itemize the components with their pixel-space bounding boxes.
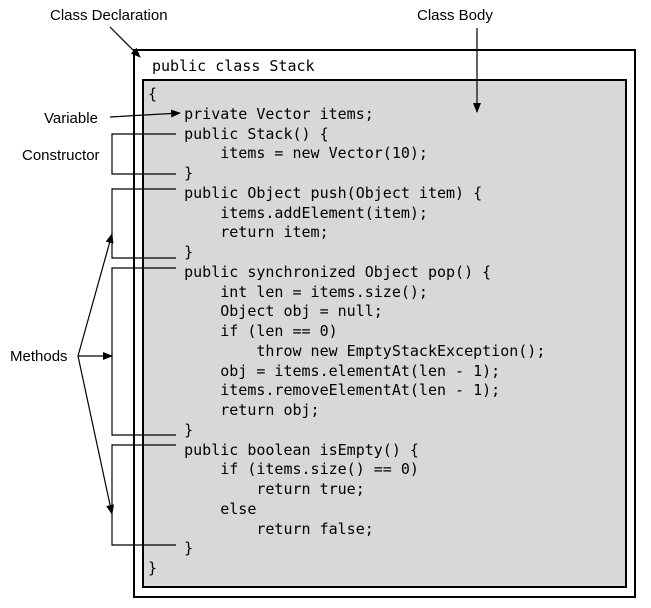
code-line: if (len == 0) [148,322,338,340]
methods-arrow-push [77,233,114,357]
code-line: public Object push(Object item) { [148,183,483,202]
class-declaration-line: public class Stack [152,57,315,75]
code-line: else [148,499,257,518]
push-method-bracket [111,188,176,259]
pop-method-bracket [111,267,176,436]
code-line: Object obj = null; [148,302,383,321]
code-line: } [148,559,158,577]
code-line: return obj; [148,401,320,419]
code-line: public boolean isEmpty() { [148,440,419,459]
code-line: items.addElement(item); [148,203,428,222]
code-line: return false; [148,519,374,538]
code-line: { [148,85,158,103]
label-variable: Variable [44,110,98,127]
code-line: public synchronized Object pop() { [148,262,492,281]
code-line: private Vector items; [148,104,374,123]
code-line: throw new EmptyStackException(); [148,341,546,360]
variable-arrow [109,109,181,118]
class-body-box [142,79,627,588]
label-class-body: Class Body [417,7,493,24]
code-line: if (items.size() == 0) [148,460,419,479]
code-line: } [148,420,194,439]
label-constructor: Constructor [22,147,100,164]
code-line: items.removeElementAt(len - 1); [148,381,501,400]
code-line: public Stack() { [148,124,329,143]
class-body-code: { private Vector items; public Stack() {… [148,85,545,579]
label-methods: Methods [10,348,68,365]
code-line: return item; [148,223,329,242]
class-declaration-arrow [109,26,141,58]
code-line: } [148,243,194,261]
code-line: obj = items.elementAt(len - 1); [148,361,501,380]
label-class-declaration: Class Declaration [50,7,168,24]
code-line: return true; [148,480,365,498]
code-line: items = new Vector(10); [148,144,428,163]
code-line: } [148,164,194,182]
isempty-method-bracket [111,444,176,546]
constructor-bracket [111,133,176,175]
methods-arrow-isempty [77,355,115,515]
code-line: int len = items.size(); [148,282,428,301]
code-line: } [148,539,194,558]
